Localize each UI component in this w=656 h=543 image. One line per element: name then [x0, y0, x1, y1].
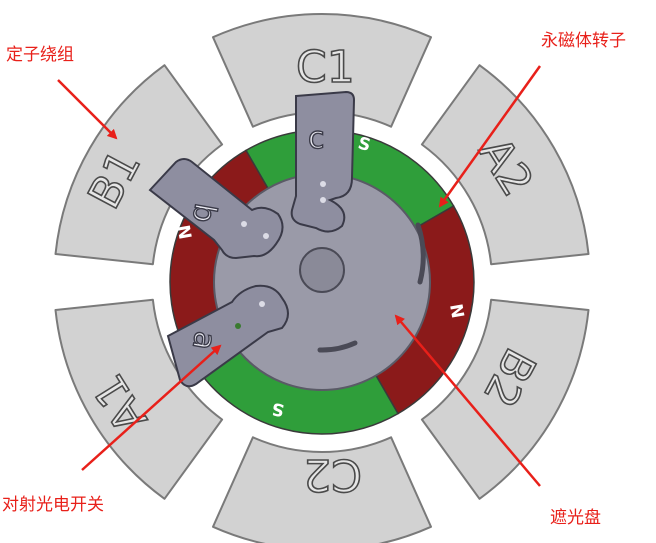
- pole-label-n-right: N: [445, 302, 467, 319]
- stator-segment-a1: [54, 298, 224, 500]
- stator-label-c1: C1: [296, 42, 355, 93]
- shaft-hole: [299, 247, 345, 293]
- arrow-photo-switch: [81, 344, 222, 471]
- pole-label-s-top: S: [356, 134, 373, 156]
- stator-segment-c2: [212, 436, 432, 543]
- annotation-stator-winding: 定子绕组: [6, 45, 74, 65]
- photo-switch-c: c: [290, 90, 356, 233]
- pole-label-s-bottom: S: [270, 398, 286, 420]
- arrow-shutter-disc: [394, 314, 541, 487]
- stator-label-c2: C2: [303, 449, 362, 500]
- photo-switch-b: b: [148, 158, 284, 260]
- annotation-shutter-disc: 遮光盘: [550, 508, 601, 528]
- pole-label-n-left: N: [175, 223, 197, 240]
- stator-winding-group: [54, 13, 590, 543]
- stator-segment-c1: [212, 13, 432, 128]
- stator-segment-b2: [420, 298, 590, 500]
- annotation-photo-switch: 对射光电开关: [2, 495, 104, 515]
- arrow-pm-rotor: [438, 65, 542, 208]
- arrow-stator-winding: [57, 79, 118, 140]
- sensor-label-c: c: [308, 121, 325, 156]
- disc-slot-right: [415, 222, 426, 285]
- stator-segment-b1: [54, 64, 224, 266]
- disc-slot-bottom: [317, 340, 358, 353]
- annotation-pm-rotor: 永磁体转子: [541, 31, 626, 51]
- stator-segment-a2: [420, 64, 590, 266]
- photo-switch-a: a: [166, 284, 289, 388]
